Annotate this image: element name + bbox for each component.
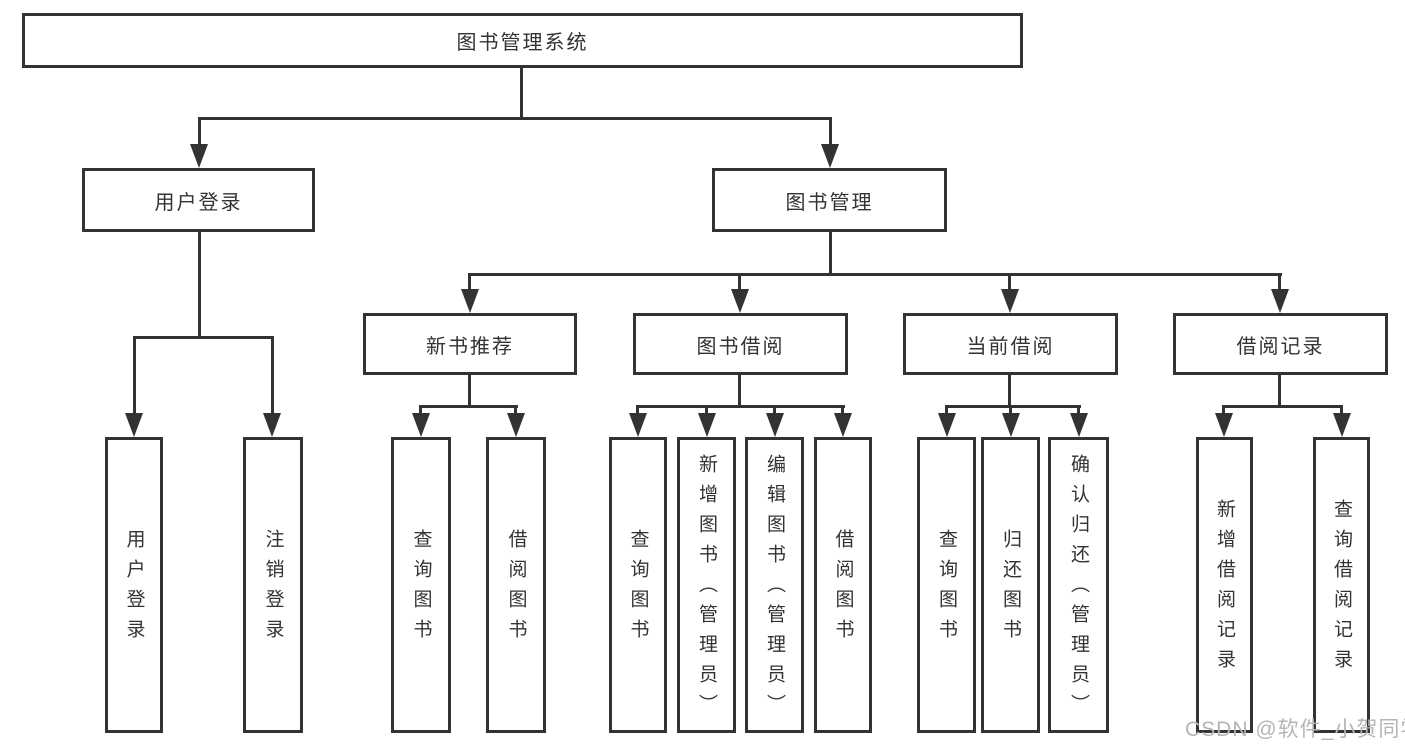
leaf-add-books-admin: 新增图书（管理员） [677,437,736,733]
node-root-library-management-system: 图书管理系统 [22,13,1023,68]
connector-drop-bb-query [636,405,639,415]
connector-root-branch [198,117,832,120]
connector-borrow-records-branch [1222,405,1343,408]
connector-drop-bb-borrow [841,405,844,415]
connector-drop-nbr-borrow [514,405,517,415]
arrowhead-new-book-recommend [461,289,479,313]
leaf-borrow-query-books: 查询图书 [609,437,667,733]
leaf-edit-books-admin: 编辑图书（管理员） [745,437,804,733]
arrowhead-current-borrow [1001,289,1019,313]
leaf-logout-login: 注销登录 [243,437,303,733]
arrowhead-book-borrow [731,289,749,313]
connector-new-book-recommend-branch [420,405,518,408]
node-book-borrow: 图书借阅 [633,313,848,375]
connector-borrow-records-trunk [1278,375,1281,405]
connector-book-management-trunk [829,232,832,273]
arrowhead-br-add [1215,413,1233,437]
connector-drop-cb-return [1009,405,1012,415]
leaf-user-login: 用户登录 [105,437,163,733]
connector-drop-bb-edit [773,405,776,415]
leaf-current-query-books: 查询图书 [917,437,976,733]
arrowhead-nbr-borrow [507,413,525,437]
arrowhead-bb-add [698,413,716,437]
arrowhead-cb-query [938,413,956,437]
leaf-recommend-query-books: 查询图书 [391,437,451,733]
arrowhead-nbr-query [412,413,430,437]
connector-drop-current-borrow [1008,273,1011,293]
connector-new-book-recommend-trunk [468,375,471,405]
connector-drop-br-add [1222,405,1225,415]
arrowhead-cb-confirm [1070,413,1088,437]
leaf-return-books: 归还图书 [981,437,1040,733]
connector-user-login-branch [133,336,274,339]
connector-drop-book-management [829,117,832,147]
connector-drop-bb-add [705,405,708,415]
arrowhead-borrow-records [1271,289,1289,313]
arrowhead-leaf-user-login [125,413,143,437]
connector-book-borrow-trunk [738,375,741,405]
arrowhead-book-management [821,144,839,168]
connector-user-login-trunk [198,232,201,336]
connector-current-borrow-branch [945,405,1081,408]
arrowhead-leaf-logout [263,413,281,437]
connector-drop-leaf-user-login [133,336,136,416]
arrowhead-bb-edit [766,413,784,437]
connector-drop-nbr-query [419,405,422,415]
leaf-query-borrow-record: 查询借阅记录 [1313,437,1370,733]
connector-drop-borrow-records [1278,273,1281,293]
node-user-login: 用户登录 [82,168,315,232]
connector-drop-new-book-recommend [468,273,471,293]
connector-drop-leaf-logout [271,336,274,416]
node-current-borrow: 当前借阅 [903,313,1118,375]
arrowhead-user-login [190,144,208,168]
arrowhead-br-query [1333,413,1351,437]
leaf-borrow-books: 借阅图书 [814,437,872,733]
connector-drop-cb-query [945,405,948,415]
connector-drop-cb-confirm [1077,405,1080,415]
leaf-confirm-return-admin: 确认归还（管理员） [1048,437,1109,733]
node-new-book-recommend: 新书推荐 [363,313,577,375]
connector-root-trunk [520,68,523,117]
arrowhead-bb-query [629,413,647,437]
connector-drop-book-borrow [738,273,741,293]
connector-book-borrow-branch [636,405,845,408]
node-borrow-records: 借阅记录 [1173,313,1388,375]
arrowhead-bb-borrow [834,413,852,437]
csdn-watermark: CSDN @软件_小贺同学 [1185,718,1405,741]
arrowhead-cb-return [1002,413,1020,437]
leaf-recommend-borrow-books: 借阅图书 [486,437,546,733]
node-book-management: 图书管理 [712,168,947,232]
connector-book-management-branch [468,273,1282,276]
connector-drop-user-login [198,117,201,147]
connector-current-borrow-trunk [1008,375,1011,405]
connector-drop-br-query [1340,405,1343,415]
leaf-add-borrow-record: 新增借阅记录 [1196,437,1253,733]
